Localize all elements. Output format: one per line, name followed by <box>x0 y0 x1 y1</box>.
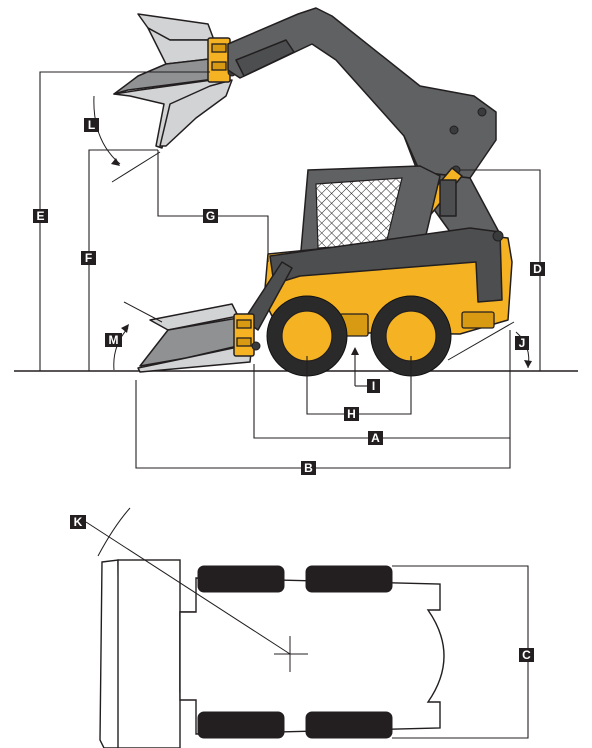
svg-text:I: I <box>372 379 375 393</box>
svg-text:J: J <box>519 336 526 350</box>
left-rear-tire-top <box>305 565 393 593</box>
label-M: M <box>105 333 122 347</box>
label-E: E <box>33 209 48 223</box>
side-view <box>14 7 578 469</box>
label-J: J <box>515 336 529 350</box>
label-I: I <box>367 379 380 393</box>
svg-text:K: K <box>74 515 83 529</box>
left-front-tire-top <box>197 565 285 593</box>
machine-body <box>263 227 513 337</box>
rear-wheel <box>370 295 452 377</box>
svg-text:D: D <box>533 262 542 276</box>
label-F: F <box>81 251 96 265</box>
svg-text:L: L <box>88 118 95 132</box>
svg-text:C: C <box>522 648 531 662</box>
label-B: B <box>301 461 316 475</box>
lowered-bucket <box>137 261 293 373</box>
svg-text:E: E <box>36 209 44 223</box>
label-D: D <box>530 262 545 276</box>
label-H: H <box>344 407 359 421</box>
label-C: C <box>519 648 534 662</box>
svg-text:G: G <box>206 209 215 223</box>
svg-text:B: B <box>304 461 313 475</box>
svg-text:F: F <box>85 251 92 265</box>
front-wheel <box>266 295 348 377</box>
label-K: K <box>70 515 86 529</box>
label-L: L <box>84 118 99 132</box>
label-G: G <box>203 209 218 223</box>
svg-text:H: H <box>347 407 356 421</box>
svg-text:A: A <box>371 431 380 445</box>
raised-bucket <box>113 13 237 149</box>
top-view <box>85 507 529 748</box>
right-rear-tire-top <box>305 711 393 739</box>
right-front-tire-top <box>197 711 285 739</box>
svg-text:M: M <box>109 333 119 347</box>
label-A: A <box>368 431 383 445</box>
